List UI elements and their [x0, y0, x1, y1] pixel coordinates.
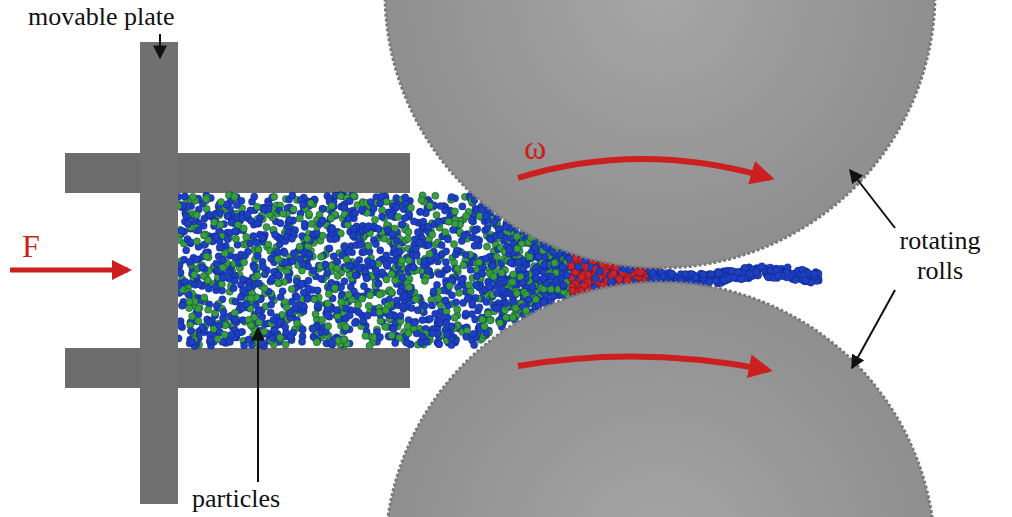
leader-line: [257, 328, 259, 482]
part-label: rotating rolls: [880, 226, 1000, 286]
force-arrow: [10, 268, 128, 273]
part-label: movable plate: [28, 2, 175, 32]
lower-rail: [65, 348, 410, 388]
leader-line: [850, 170, 895, 228]
lower-roll: [385, 282, 935, 517]
upper-rail: [65, 153, 410, 193]
rotation-arrow: [518, 159, 770, 178]
leader-line: [852, 290, 895, 368]
rotation-arrow: [518, 356, 768, 370]
leader-line: [159, 34, 161, 58]
force-label: F: [22, 228, 40, 265]
upper-roll: [385, 0, 935, 268]
movable-plate: [140, 42, 178, 504]
part-label: particles: [192, 484, 280, 514]
rotation-label: ω: [524, 128, 546, 167]
